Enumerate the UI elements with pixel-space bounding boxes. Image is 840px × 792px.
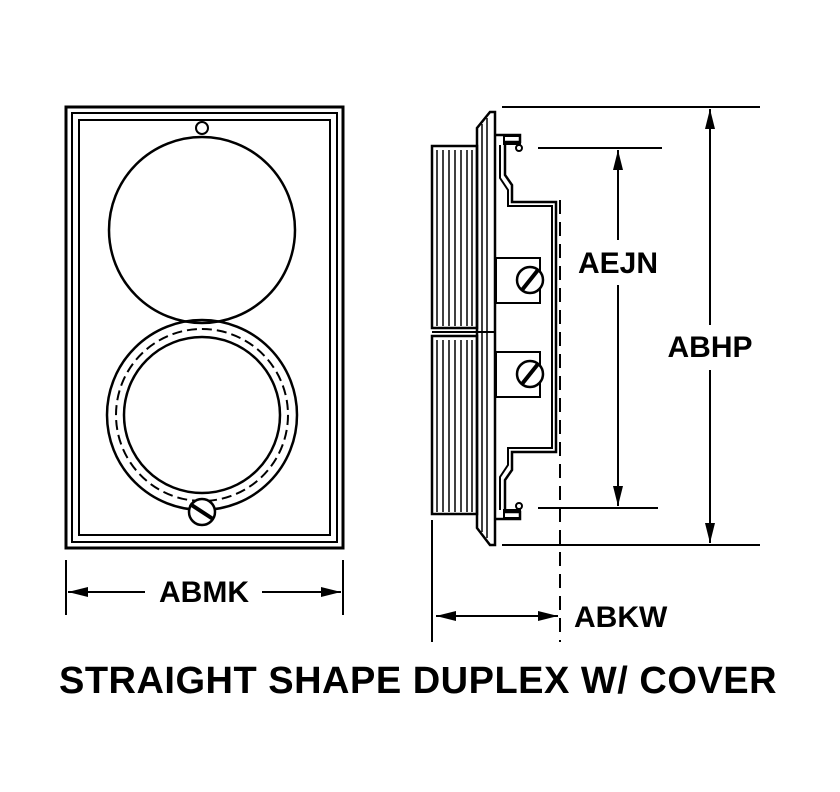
lower-ring-outer [105,318,299,512]
lower-ring-dashed [115,328,289,502]
top-hole [195,121,209,135]
upper-cover-disk [107,135,297,325]
side-dimensions: ABHP AEJN ABKW [431,106,760,642]
lower-ring-inner [122,335,282,495]
aejn-label: AEJN [578,247,658,280]
abkw-label: ABKW [574,601,668,634]
front-view: ABMK [64,105,345,615]
cover-plate-outer [64,105,345,550]
cover-plate-frame [71,112,338,543]
abmk-label: ABMK [159,576,249,609]
side-plate-edge [475,110,497,547]
side-view [430,110,558,547]
abhp-label: ABHP [667,331,752,364]
diagram-caption: STRAIGHT SHAPE DUPLEX W/ COVER [59,660,777,702]
cover-plate-inner [78,119,331,536]
mounting-strap [495,133,558,521]
